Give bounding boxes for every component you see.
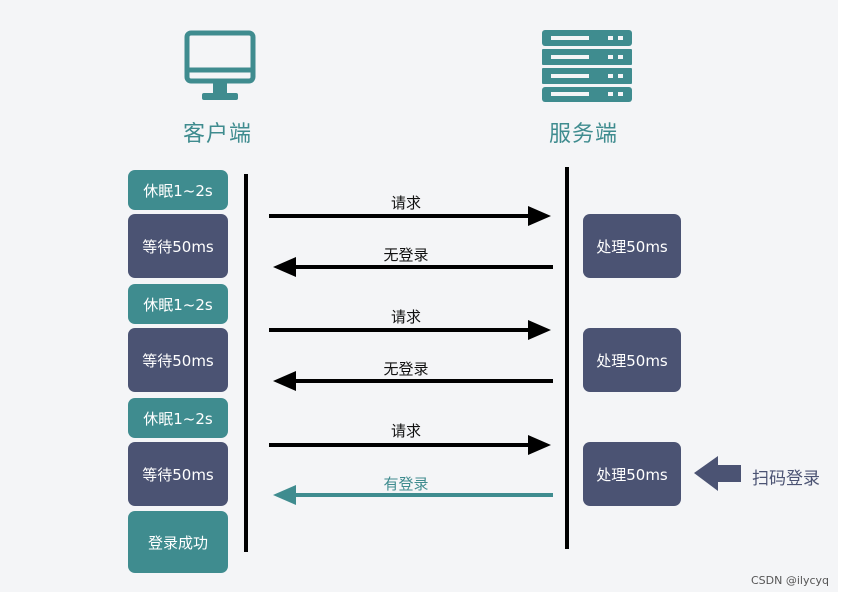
server-process-box: 处理50ms <box>583 214 681 278</box>
watermark-credit: CSDN @ilycyq <box>750 574 829 587</box>
monitor-icon <box>184 30 256 100</box>
request-arrow <box>269 435 551 455</box>
client-sleep-box: 休眠1~2s <box>128 398 228 438</box>
server-rack-icon <box>542 30 632 102</box>
login-success-box: 登录成功 <box>128 511 228 573</box>
server-process-box: 处理50ms <box>583 328 681 392</box>
no-login-arrow <box>273 371 553 391</box>
scan-login-label: 扫码登录 <box>752 469 820 489</box>
client-title: 客户端 <box>183 122 253 147</box>
server-lifeline <box>565 167 569 549</box>
arrow-label: 请求 <box>390 194 421 212</box>
arrow-label: 无登录 <box>383 360 429 378</box>
client-lifeline <box>244 174 248 552</box>
client-wait-box: 等待50ms <box>128 328 228 392</box>
client-wait-box: 等待50ms <box>128 442 228 506</box>
no-login-arrow <box>273 257 553 277</box>
scan-arrow-icon <box>694 456 741 491</box>
request-arrow <box>269 320 551 340</box>
arrow-label: 请求 <box>390 422 421 440</box>
arrow-label: 请求 <box>390 308 421 326</box>
server-title: 服务端 <box>549 122 619 147</box>
request-arrow <box>269 206 551 226</box>
arrow-label: 无登录 <box>383 246 429 264</box>
arrow-label: 有登录 <box>383 475 429 493</box>
client-sleep-box: 休眠1~2s <box>128 170 228 210</box>
server-process-box: 处理50ms <box>583 442 681 506</box>
client-wait-box: 等待50ms <box>128 214 228 278</box>
logged-in-arrow <box>273 485 553 505</box>
client-sleep-box: 休眠1~2s <box>128 284 228 324</box>
